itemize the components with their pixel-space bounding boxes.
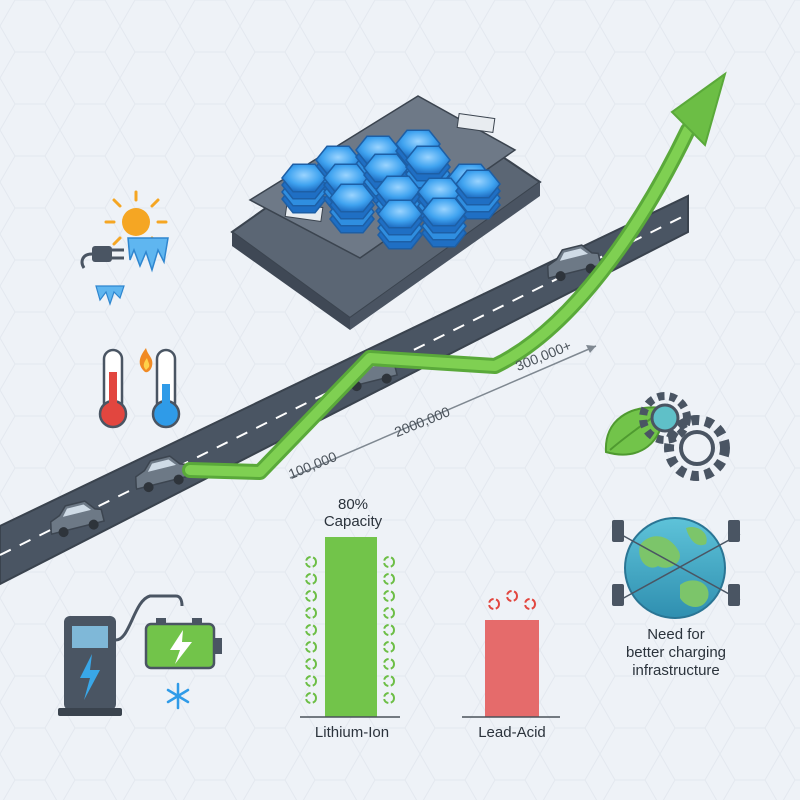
battery-cell xyxy=(455,169,501,199)
lithium-ion-bar xyxy=(325,537,377,717)
growth-arrow xyxy=(182,71,727,480)
capacity-label: 80% Capacity xyxy=(323,496,383,530)
charging-station-icon xyxy=(612,520,740,606)
battery-cell xyxy=(329,183,375,213)
milestone-axis xyxy=(289,345,597,479)
hot-thermometer-icon xyxy=(98,348,128,429)
gear-icon xyxy=(639,392,730,481)
snowflake-icon xyxy=(166,682,190,710)
cold-thermometer-icon xyxy=(151,348,181,429)
milestone-axis-arrowhead xyxy=(586,345,596,353)
battery-cell xyxy=(281,163,327,193)
ice-icon xyxy=(95,237,169,306)
lead-acid-bar xyxy=(485,620,539,717)
flame-icon xyxy=(139,348,153,373)
globe-icon xyxy=(619,517,741,619)
battery-cell xyxy=(421,197,467,227)
charging-station-icon xyxy=(58,594,184,716)
plug-icon xyxy=(80,246,124,269)
battery-cell xyxy=(377,199,423,229)
battery-cell xyxy=(405,145,451,175)
battery-charging-icon xyxy=(144,618,222,670)
battery-pack-icon xyxy=(230,95,542,330)
lead-acid-label: Lead-Acid xyxy=(478,724,546,741)
lithium-ion-label: Lithium-Ion xyxy=(314,724,390,741)
leaf-icon xyxy=(604,406,666,456)
infrastructure-note: Need for better charging infrastructure xyxy=(625,626,727,679)
